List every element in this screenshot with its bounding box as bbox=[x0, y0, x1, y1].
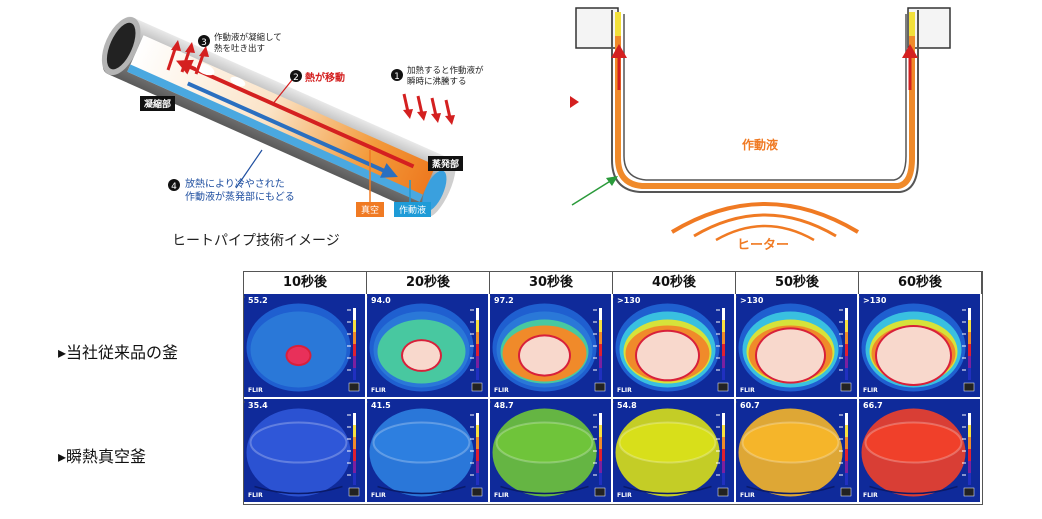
evaporator-label: 蒸発部 bbox=[428, 156, 464, 171]
step1-text: 加熱すると作動液が 瞬時に沸騰する bbox=[407, 66, 484, 87]
vacuum-label: 真空 bbox=[356, 202, 385, 217]
column-header: 20秒後 bbox=[367, 272, 490, 294]
camera-brand: FLIR bbox=[494, 387, 509, 394]
thermal-image-graphic bbox=[244, 399, 365, 502]
thermal-image-graphic bbox=[736, 294, 857, 397]
thermal-image-graphic bbox=[736, 399, 857, 502]
camera-brand: FLIR bbox=[863, 387, 878, 394]
crosshair-icon bbox=[244, 296, 245, 298]
temperature-readout: 94.0 bbox=[371, 296, 391, 305]
crosshair-icon bbox=[859, 401, 860, 403]
crosshair-icon bbox=[859, 296, 860, 298]
svg-text:3: 3 bbox=[201, 38, 207, 48]
camera-brand: FLIR bbox=[863, 492, 878, 499]
temperature-readout: >130 bbox=[740, 296, 764, 305]
green-pointer-arrow bbox=[571, 179, 613, 206]
temperature-readout: 54.8 bbox=[617, 401, 637, 410]
camera-brand: FLIR bbox=[371, 492, 386, 499]
camera-brand: FLIR bbox=[248, 492, 263, 499]
pot-fluid-label: 作動液 bbox=[742, 138, 779, 152]
camera-brand: FLIR bbox=[740, 387, 755, 394]
heater-waves bbox=[670, 202, 860, 242]
heat-pipe-illustration: 1 2 3 4 bbox=[101, 16, 456, 217]
pot-cross-section bbox=[570, 7, 951, 242]
thermal-image-graphic bbox=[244, 294, 365, 397]
return-flow-arrow bbox=[186, 81, 390, 175]
row-label-vacuum: ▸瞬熱真空釜 bbox=[58, 447, 147, 466]
heat-move-arrow bbox=[184, 62, 415, 169]
temperature-readout: 55.2 bbox=[248, 296, 268, 305]
camera-brand: FLIR bbox=[248, 387, 263, 394]
step3-text: 作動液が凝縮して 熱を吐き出す bbox=[214, 33, 282, 54]
column-header: 30秒後 bbox=[490, 272, 613, 294]
crosshair-icon bbox=[244, 401, 245, 403]
temperature-readout: 35.4 bbox=[248, 401, 268, 410]
step4-text: 放熱により冷やされた 作動液が蒸発部にもどる bbox=[185, 179, 295, 203]
camera-brand: FLIR bbox=[740, 492, 755, 499]
pot-outer-wall bbox=[611, 10, 919, 193]
heat-in-arrows bbox=[402, 93, 455, 125]
crosshair-icon bbox=[736, 296, 737, 298]
condenser-label: 凝縮部 bbox=[140, 96, 176, 111]
crosshair-icon bbox=[367, 401, 368, 403]
camera-brand: FLIR bbox=[617, 492, 632, 499]
crosshair-icon bbox=[367, 296, 368, 298]
pointer-triangle bbox=[570, 96, 579, 108]
column-header: 40秒後 bbox=[613, 272, 736, 294]
temperature-readout: 66.7 bbox=[863, 401, 883, 410]
column-header: 60秒後 bbox=[859, 272, 982, 294]
svg-text:4: 4 bbox=[171, 182, 177, 192]
pot-inner-wall bbox=[623, 14, 907, 181]
step-markers: 1 2 3 4 bbox=[168, 35, 403, 192]
temperature-readout: 97.2 bbox=[494, 296, 514, 305]
crosshair-icon bbox=[613, 296, 614, 298]
thermal-image-graphic bbox=[613, 294, 734, 397]
camera-brand: FLIR bbox=[617, 387, 632, 394]
column-header: 50秒後 bbox=[736, 272, 859, 294]
thermal-image-graphic bbox=[613, 399, 734, 502]
column-header: 10秒後 bbox=[244, 272, 367, 294]
temperature-readout: 60.7 bbox=[740, 401, 760, 410]
thermal-image-graphic bbox=[859, 294, 980, 397]
crosshair-icon bbox=[490, 401, 491, 403]
temperature-readout: 48.7 bbox=[494, 401, 514, 410]
fluid-label: 作動液 bbox=[394, 202, 432, 217]
thermal-image-graphic bbox=[367, 399, 488, 502]
camera-brand: FLIR bbox=[494, 492, 509, 499]
thermal-image-graphic bbox=[859, 399, 980, 502]
camera-brand: FLIR bbox=[371, 387, 386, 394]
row-label-conventional: ▸当社従来品の釜 bbox=[58, 343, 179, 362]
heater-label: ヒーター bbox=[737, 238, 790, 253]
step2-text: 熱が移動 bbox=[305, 73, 345, 84]
temperature-readout: >130 bbox=[617, 296, 641, 305]
thermal-image-graphic bbox=[367, 294, 488, 397]
pipe-wick bbox=[127, 64, 423, 202]
vapor-up-arrows bbox=[611, 44, 918, 90]
temperature-readout: >130 bbox=[863, 296, 887, 305]
svg-text:1: 1 bbox=[394, 72, 400, 82]
heat-out-arrows bbox=[166, 40, 209, 75]
svg-text:2: 2 bbox=[293, 73, 299, 83]
pipe-caption: ヒートパイプ技術イメージ bbox=[172, 233, 340, 249]
pot-fluid-layer bbox=[615, 12, 915, 189]
thermal-image-graphic bbox=[490, 294, 611, 397]
crosshair-icon bbox=[613, 401, 614, 403]
crosshair-icon bbox=[736, 401, 737, 403]
thermal-image-graphic bbox=[490, 399, 611, 502]
temperature-readout: 41.5 bbox=[371, 401, 391, 410]
crosshair-icon bbox=[490, 296, 491, 298]
